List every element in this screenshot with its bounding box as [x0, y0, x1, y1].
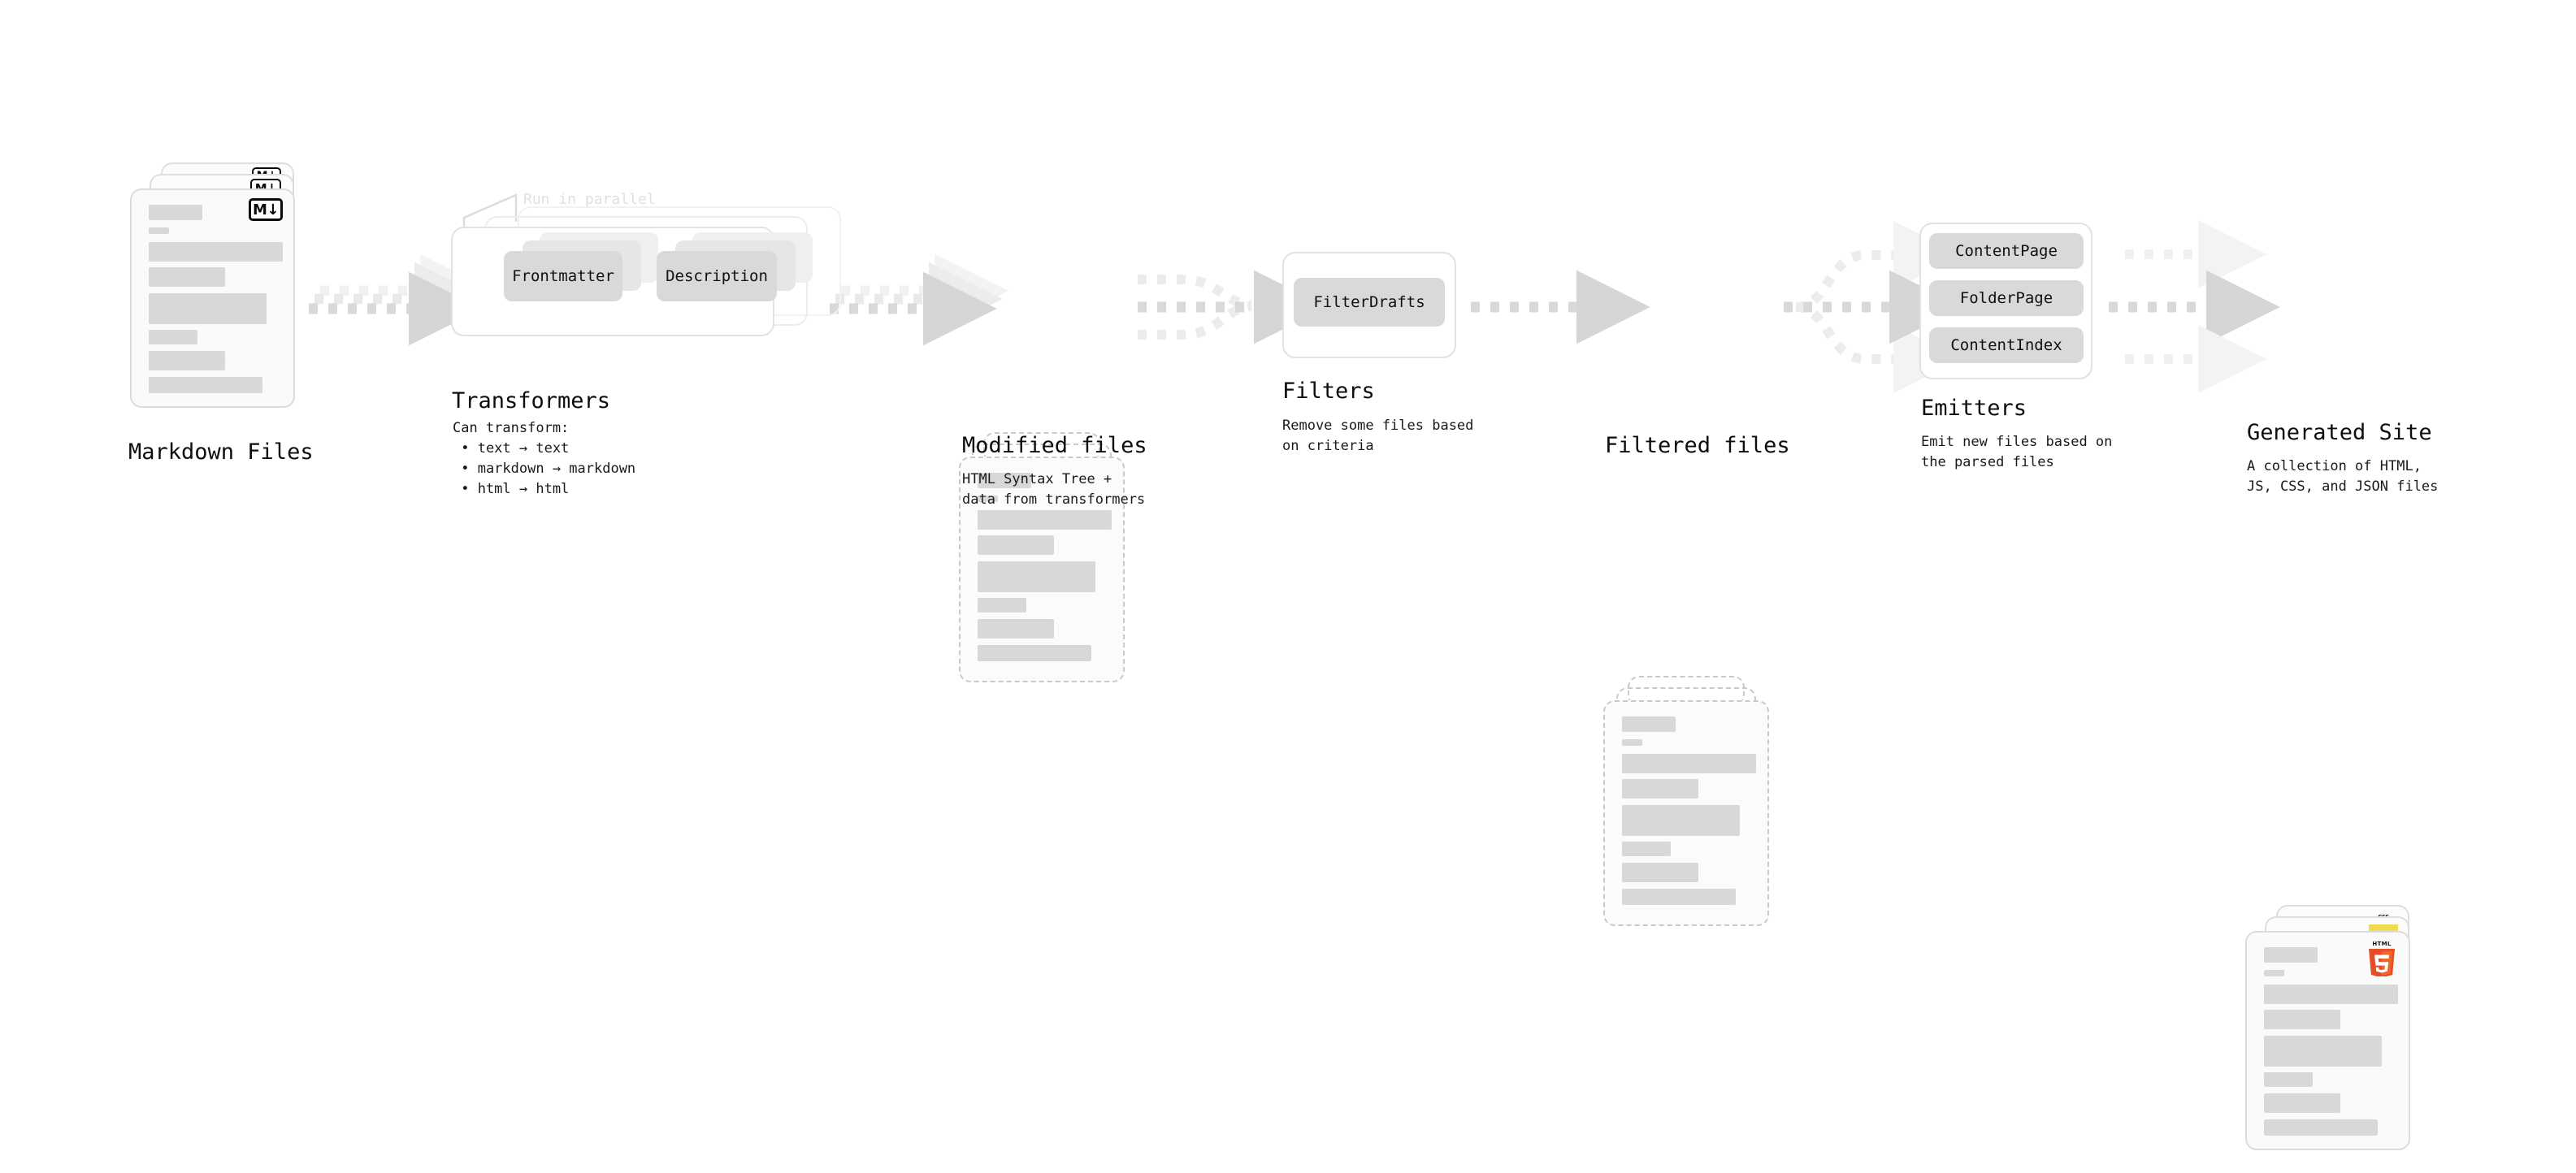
filter-chip-filterdrafts-label: FilterDrafts	[1313, 293, 1425, 311]
skeleton-line	[149, 205, 202, 220]
skeleton-line	[149, 351, 225, 370]
skeleton-line	[978, 598, 1026, 612]
skeleton-line	[149, 242, 283, 262]
html5-icon: HTML	[2366, 939, 2398, 978]
stage-caption-emitters: Emit new files based on the parsed files	[1921, 434, 2113, 470]
stage-transformers: Frontmatter Description	[451, 191, 841, 353]
skeleton-line	[149, 330, 197, 344]
skeleton-line	[978, 496, 998, 502]
stage-title-transformers: Transformers	[452, 388, 611, 413]
skeleton-line	[2264, 1036, 2382, 1067]
stage-caption-transformers: Can transform: • text → text • markdown …	[453, 420, 636, 497]
stage-title-generated-site: Generated Site	[2247, 420, 2432, 445]
stage-title-filtered-files: Filtered files	[1605, 433, 1790, 458]
skeleton-line	[1622, 842, 1671, 856]
skeleton-line	[149, 377, 262, 393]
stage-markdown-files: M↓ M↓ M↓	[130, 162, 325, 422]
stage-title-emitters: Emitters	[1921, 396, 2027, 421]
skeleton-line	[2264, 1119, 2378, 1136]
skeleton-line	[978, 561, 1095, 592]
emitter-chip-contentpage-label: ContentPage	[1955, 242, 2058, 260]
stage-filtered-files	[1603, 676, 1790, 926]
skeleton-line	[1622, 889, 1736, 905]
stage-title-filters: Filters	[1282, 379, 1375, 404]
transformer-chip-frontmatter-label: Frontmatter	[512, 267, 614, 285]
connector-transformers-to-modified	[830, 253, 1008, 346]
skeleton-line	[2264, 1093, 2340, 1113]
stage-caption-generated-site: A collection of HTML, JS, CSS, and JSON …	[2247, 458, 2439, 495]
skeleton-line	[149, 293, 267, 324]
markdown-icon: M↓	[249, 198, 283, 221]
transformer-chip-frontmatter[interactable]: Frontmatter	[504, 251, 622, 301]
skeleton-line	[149, 227, 169, 234]
diagram-canvas: M↓ M↓ M↓ Markdown Files Frontmatter Desc…	[128, 162, 2439, 1150]
stage-generated-site: CSS HTML	[2245, 905, 2448, 1173]
filtered-card-front	[1603, 700, 1769, 926]
stage-filters: FilterDrafts	[1282, 252, 1469, 366]
connector-emitters-to-site	[2109, 220, 2280, 393]
skeleton-line	[2264, 985, 2398, 1004]
skeleton-line	[978, 619, 1054, 638]
svg-text:HTML: HTML	[2372, 941, 2391, 947]
stage-caption-modified-files: HTML Syntax Tree + data from transformer…	[962, 471, 1146, 508]
transformer-chip-description-label: Description	[666, 267, 768, 285]
skeleton-line	[1622, 779, 1698, 799]
transformer-chip-description[interactable]: Description	[657, 251, 777, 301]
stage-title-markdown-files: Markdown Files	[128, 439, 314, 465]
filter-chip-filterdrafts[interactable]: FilterDrafts	[1294, 278, 1445, 327]
emitter-chip-contentindex[interactable]: ContentIndex	[1929, 327, 2084, 363]
connector-markdown-to-transformers	[309, 253, 494, 346]
skeleton-line	[1622, 805, 1740, 836]
emitter-chip-contentindex-label: ContentIndex	[1950, 336, 2062, 354]
emitter-chip-folderpage[interactable]: FolderPage	[1929, 280, 2084, 316]
skeleton-line	[978, 473, 1031, 488]
stage-caption-filters: Remove some files based on criteria	[1282, 418, 1474, 454]
skeleton-line	[978, 645, 1091, 661]
modified-card-front	[959, 457, 1125, 682]
skeleton-line	[2264, 1072, 2313, 1087]
skeleton-line	[978, 510, 1112, 530]
skeleton-line	[1622, 754, 1756, 773]
skeleton-line	[1622, 716, 1676, 732]
html5-icon-svg: HTML	[2369, 941, 2395, 978]
skeleton-line	[1622, 863, 1698, 882]
skeleton-line	[978, 535, 1054, 555]
stage-title-modified-files: Modified files	[962, 433, 1147, 458]
stage-modified-files	[959, 432, 1146, 682]
emitter-chip-folderpage-label: FolderPage	[1959, 289, 2053, 307]
run-in-parallel-label: Run in parallel	[523, 191, 656, 208]
emitter-chip-contentpage[interactable]: ContentPage	[1929, 233, 2084, 269]
skeleton-line	[2264, 970, 2284, 976]
skeleton-line	[2264, 1010, 2340, 1029]
skeleton-line	[149, 267, 225, 287]
markdown-card-front	[130, 188, 295, 408]
connector-filtered-to-emitters	[1784, 221, 1963, 393]
skeleton-line	[1622, 739, 1642, 746]
stage-emitters: ContentPage FolderPage ContentIndex	[1919, 223, 2114, 401]
connector-modified-to-filters	[1138, 270, 1328, 344]
skeleton-line	[2264, 947, 2318, 963]
